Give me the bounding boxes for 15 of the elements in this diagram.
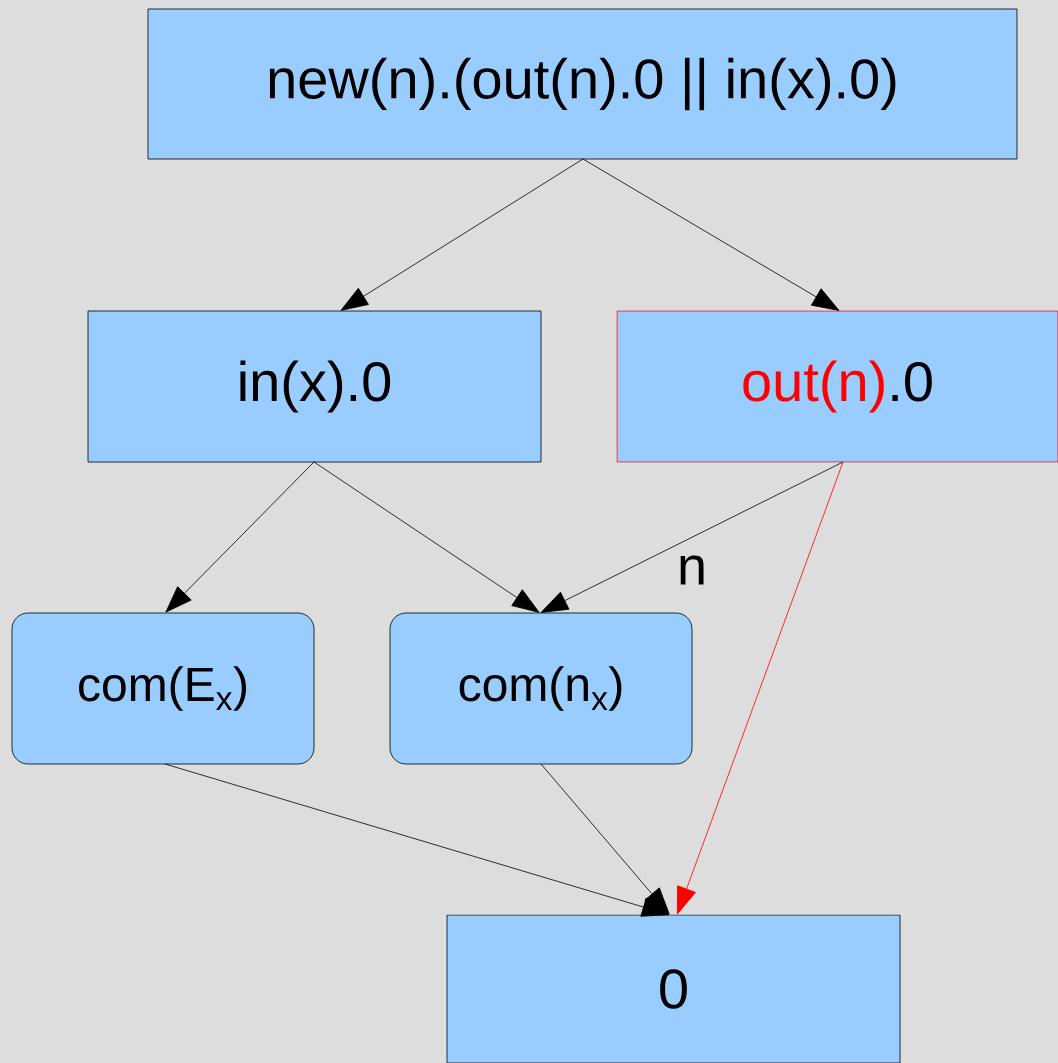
process-box: out(n).0 (616, 310, 1058, 463)
rounded-box: com(E$_{x}$) (11, 612, 315, 765)
process-box: in(x).0 (87, 310, 542, 463)
edge-label: n (680, 555, 704, 585)
arrow (164, 763, 670, 917)
process-box: 0 (446, 914, 901, 1063)
arrow (165, 461, 315, 613)
arrow (540, 763, 670, 915)
arrow (677, 461, 844, 915)
rounded-box: com(n$_{x}$) (389, 612, 693, 765)
arrow (340, 158, 584, 311)
arrow (313, 461, 540, 613)
process-box: new(n).(out(n).0 || in(x).0) (147, 8, 1018, 160)
arrow (582, 158, 840, 311)
arrow (540, 461, 844, 613)
